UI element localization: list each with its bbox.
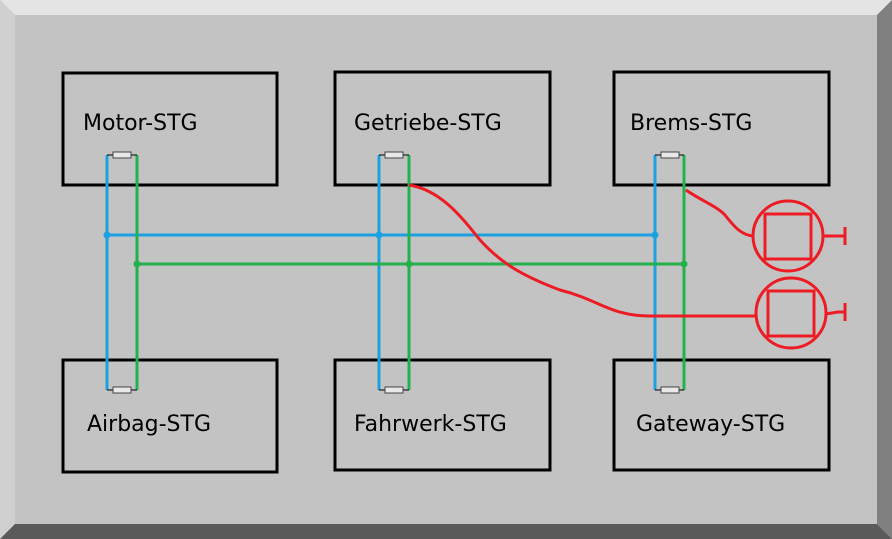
wheel-speed-sensor-1 [751, 199, 847, 273]
frame-bottom [0, 524, 892, 539]
frame-top [0, 0, 892, 15]
ecu-label-getriebe: Getriebe-STG [354, 111, 502, 136]
ecu-box-airbag [61, 358, 279, 474]
ecu-label-motor: Motor-STG [83, 111, 198, 136]
ecu-box-fahrwerk [333, 358, 552, 472]
ecu-label-brems: Brems-STG [630, 111, 752, 136]
ecu-label-airbag: Airbag-STG [87, 412, 211, 437]
termination-resistors [107, 151, 684, 394]
frame-left [0, 0, 15, 539]
ecu-box-getriebe [333, 70, 552, 187]
ecu-box-motor [61, 71, 279, 187]
ecu-label-fahrwerk: Fahrwerk-STG [354, 412, 507, 437]
ecu-label-gateway: Gateway-STG [636, 412, 785, 437]
frame-right [877, 0, 892, 539]
ecu-box-gateway [612, 358, 831, 472]
ecu-box-brems [612, 70, 831, 187]
sensor-wires [408, 183, 757, 318]
wheel-speed-sensor-2 [754, 276, 847, 350]
